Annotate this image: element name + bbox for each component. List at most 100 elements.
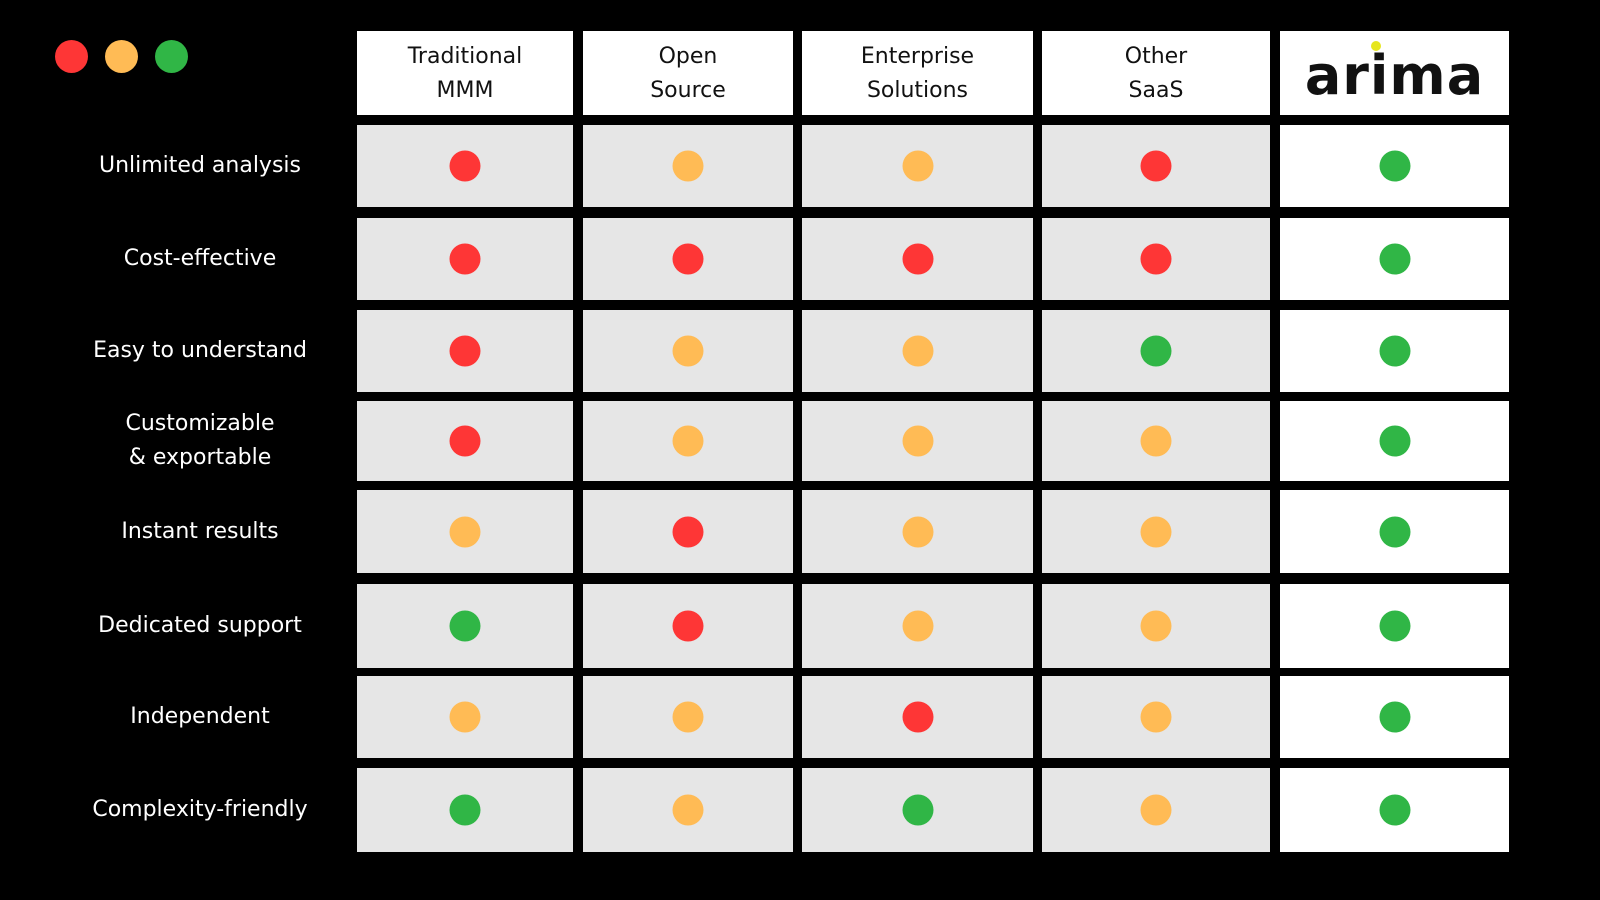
rating-cell-other-saas: [1042, 401, 1270, 481]
yellow-status-dot-icon: [902, 610, 933, 642]
column-header-label: Enterprise Solutions: [860, 44, 975, 103]
maximize-window-dot[interactable]: [155, 40, 188, 73]
row-label: Instant results: [121, 518, 279, 544]
yellow-status-dot-icon: [672, 794, 704, 826]
rating-cell-open-source: [583, 310, 793, 392]
rating-cell-enterprise-solutions: [802, 584, 1033, 668]
rating-cell-enterprise-solutions: [802, 401, 1033, 481]
column-header-other-saas: Other SaaS: [1042, 31, 1270, 115]
yellow-status-dot-icon: [902, 150, 933, 182]
window-controls: [55, 40, 188, 73]
yellow-status-dot-icon: [1140, 610, 1172, 642]
yellow-status-dot-icon: [672, 701, 704, 733]
column-header-label: Traditional MMM: [407, 44, 523, 103]
rating-cell-enterprise-solutions: [802, 218, 1033, 300]
column-header-arima: arima: [1280, 31, 1509, 115]
yellow-status-dot-icon: [672, 150, 704, 182]
red-status-dot-icon: [902, 701, 933, 733]
yellow-status-dot-icon: [1140, 425, 1172, 457]
column-header-label: Open Source: [650, 44, 726, 103]
rating-cell-traditional-mmm: [357, 584, 573, 668]
red-status-dot-icon: [1140, 150, 1172, 182]
rating-cell-arima: [1280, 768, 1509, 852]
rating-cell-arima: [1280, 125, 1509, 207]
green-status-dot-icon: [1379, 243, 1410, 275]
red-status-dot-icon: [672, 610, 704, 642]
rating-cell-other-saas: [1042, 125, 1270, 207]
green-status-dot-icon: [1379, 794, 1410, 826]
green-status-dot-icon: [1379, 701, 1410, 733]
rating-cell-traditional-mmm: [357, 125, 573, 207]
red-status-dot-icon: [449, 335, 481, 367]
rating-cell-open-source: [583, 490, 793, 573]
rating-cell-arima: [1280, 676, 1509, 758]
green-status-dot-icon: [1379, 516, 1410, 547]
column-header-traditional-mmm: Traditional MMM: [357, 31, 573, 115]
yellow-status-dot-icon: [902, 335, 933, 367]
rating-cell-enterprise-solutions: [802, 310, 1033, 392]
rating-cell-enterprise-solutions: [802, 676, 1033, 758]
column-header-label: Other SaaS: [1124, 44, 1188, 103]
rating-cell-traditional-mmm: [357, 676, 573, 758]
row-label: Unlimited analysis: [98, 153, 301, 178]
rating-cell-open-source: [583, 768, 793, 852]
green-status-dot-icon: [1379, 425, 1410, 457]
rating-cell-traditional-mmm: [357, 490, 573, 573]
rating-cell-enterprise-solutions: [802, 490, 1033, 573]
rating-cell-enterprise-solutions: [802, 125, 1033, 207]
rating-cell-open-source: [583, 584, 793, 668]
green-status-dot-icon: [1379, 335, 1410, 367]
green-status-dot-icon: [1140, 335, 1172, 367]
arima-logo: arima: [1305, 41, 1484, 103]
yellow-status-dot-icon: [902, 425, 933, 457]
rating-cell-arima: [1280, 584, 1509, 668]
red-status-dot-icon: [902, 243, 933, 275]
row-label: Complexity-friendly: [92, 797, 308, 822]
rating-cell-arima: [1280, 218, 1509, 300]
rating-cell-arima: [1280, 490, 1509, 573]
rating-cell-other-saas: [1042, 584, 1270, 668]
rating-cell-traditional-mmm: [357, 401, 573, 481]
yellow-status-dot-icon: [672, 425, 704, 457]
rating-cell-other-saas: [1042, 676, 1270, 758]
rating-cell-open-source: [583, 218, 793, 300]
rating-cell-enterprise-solutions: [802, 768, 1033, 852]
row-label: Cost-effective: [123, 246, 277, 271]
yellow-status-dot-icon: [449, 516, 481, 547]
yellow-status-dot-icon: [902, 516, 933, 547]
green-status-dot-icon: [902, 794, 933, 826]
arima-logo-dot-icon: [1370, 41, 1381, 51]
yellow-status-dot-icon: [1140, 516, 1172, 547]
red-status-dot-icon: [1140, 243, 1172, 275]
green-status-dot-icon: [1379, 150, 1410, 182]
rating-cell-traditional-mmm: [357, 310, 573, 392]
rating-cell-other-saas: [1042, 768, 1270, 852]
yellow-status-dot-icon: [1140, 794, 1172, 826]
rating-cell-open-source: [583, 125, 793, 207]
row-label: Dedicated support: [98, 613, 302, 638]
green-status-dot-icon: [1379, 610, 1410, 642]
green-status-dot-icon: [449, 610, 481, 642]
row-label: Independent: [130, 704, 270, 729]
rating-cell-open-source: [583, 676, 793, 758]
column-header-open-source: Open Source: [583, 31, 793, 115]
yellow-status-dot-icon: [1140, 701, 1172, 733]
yellow-status-dot-icon: [449, 701, 481, 733]
rating-cell-other-saas: [1042, 218, 1270, 300]
rating-cell-traditional-mmm: [357, 768, 573, 852]
row-label: Easy to understand: [93, 338, 307, 363]
close-window-dot[interactable]: [55, 40, 88, 73]
red-status-dot-icon: [449, 243, 481, 275]
rating-cell-traditional-mmm: [357, 218, 573, 300]
red-status-dot-icon: [449, 425, 481, 457]
minimize-window-dot[interactable]: [105, 40, 138, 73]
rating-cell-arima: [1280, 310, 1509, 392]
red-status-dot-icon: [672, 516, 704, 547]
yellow-status-dot-icon: [672, 335, 704, 367]
row-label: Customizable & exportable: [125, 411, 275, 470]
column-header-enterprise-solutions: Enterprise Solutions: [802, 31, 1033, 115]
rating-cell-other-saas: [1042, 490, 1270, 573]
rating-cell-other-saas: [1042, 310, 1270, 392]
red-status-dot-icon: [672, 243, 704, 275]
